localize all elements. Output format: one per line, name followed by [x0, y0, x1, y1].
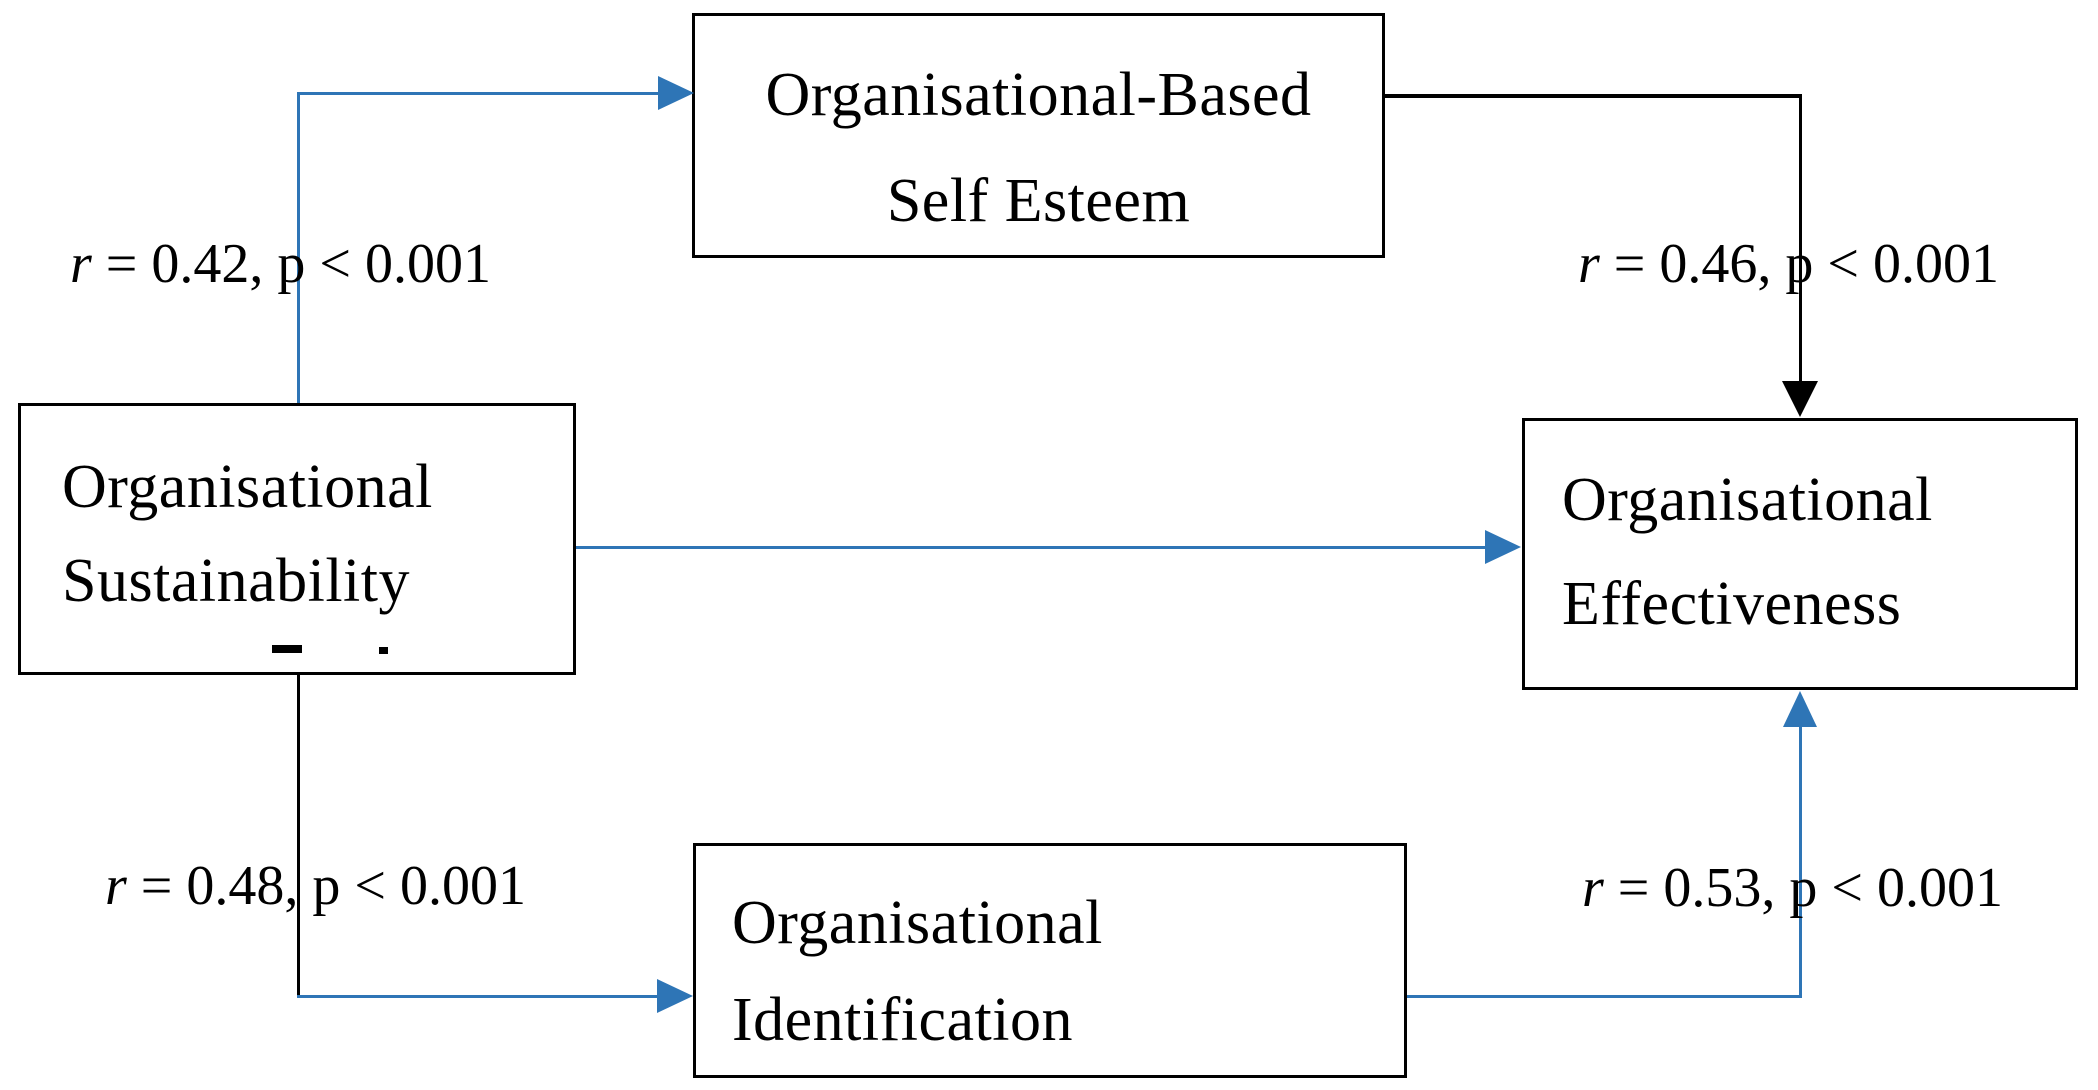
arrowhead-os-to-oe	[1485, 530, 1521, 564]
clipped-text-artifact	[272, 645, 302, 653]
arrow-os-to-obse-vertical	[297, 93, 300, 403]
arrow-oi-to-oe-horizontal	[1407, 995, 1802, 998]
edge-label-os-obse: r = 0.42, p < 0.001	[70, 236, 491, 292]
node-label-line: Effectiveness	[1562, 570, 1902, 638]
arrow-os-to-oi-vertical	[297, 675, 300, 997]
node-label-line: Sustainability	[62, 547, 410, 615]
edge-label-r: r	[1582, 857, 1604, 919]
edge-label-r: r	[70, 233, 92, 295]
arrow-oi-to-oe-vertical	[1799, 723, 1802, 997]
node-label-line: Identification	[732, 986, 1073, 1054]
edge-label-value: = 0.42, p < 0.001	[91, 233, 491, 295]
node-label-line: Organisational	[62, 453, 433, 521]
arrowhead-os-to-oi	[657, 979, 693, 1013]
arrow-os-to-oi-horizontal	[297, 995, 658, 998]
edge-label-oi-oe: r = 0.53, p < 0.001	[1582, 860, 2003, 916]
clipped-text-artifact	[379, 647, 388, 654]
node-label-line: Organisational-Based	[765, 61, 1312, 129]
arrow-obse-to-oe-vertical	[1799, 94, 1802, 385]
arrowhead-oi-to-oe	[1783, 691, 1817, 727]
edge-label-obse-oe: r = 0.46, p < 0.001	[1578, 236, 1999, 292]
arrow-os-to-oe-horizontal	[576, 546, 1488, 549]
arrowhead-obse-to-oe	[1782, 381, 1818, 417]
node-label-line: Organisational	[732, 889, 1103, 957]
edge-label-r: r	[105, 855, 127, 917]
node-label-line: Self Esteem	[886, 167, 1191, 235]
arrowhead-os-to-obse	[658, 76, 694, 110]
arrow-obse-to-oe-horizontal	[1385, 94, 1801, 98]
node-organisational-sustainability	[18, 403, 576, 675]
edge-label-value: = 0.48, p < 0.001	[126, 855, 526, 917]
edge-label-r: r	[1578, 233, 1600, 295]
edge-label-os-oi: r = 0.48, p < 0.001	[105, 858, 526, 914]
node-label-line: Organisational	[1562, 466, 1933, 534]
node-organisational-effectiveness	[1522, 418, 2078, 690]
arrow-os-to-obse-horizontal	[297, 92, 659, 95]
edge-label-value: = 0.53, p < 0.001	[1603, 857, 2003, 919]
node-organisational-based-self-esteem	[692, 13, 1385, 258]
node-organisational-identification	[693, 843, 1407, 1078]
edge-label-value: = 0.46, p < 0.001	[1599, 233, 1999, 295]
